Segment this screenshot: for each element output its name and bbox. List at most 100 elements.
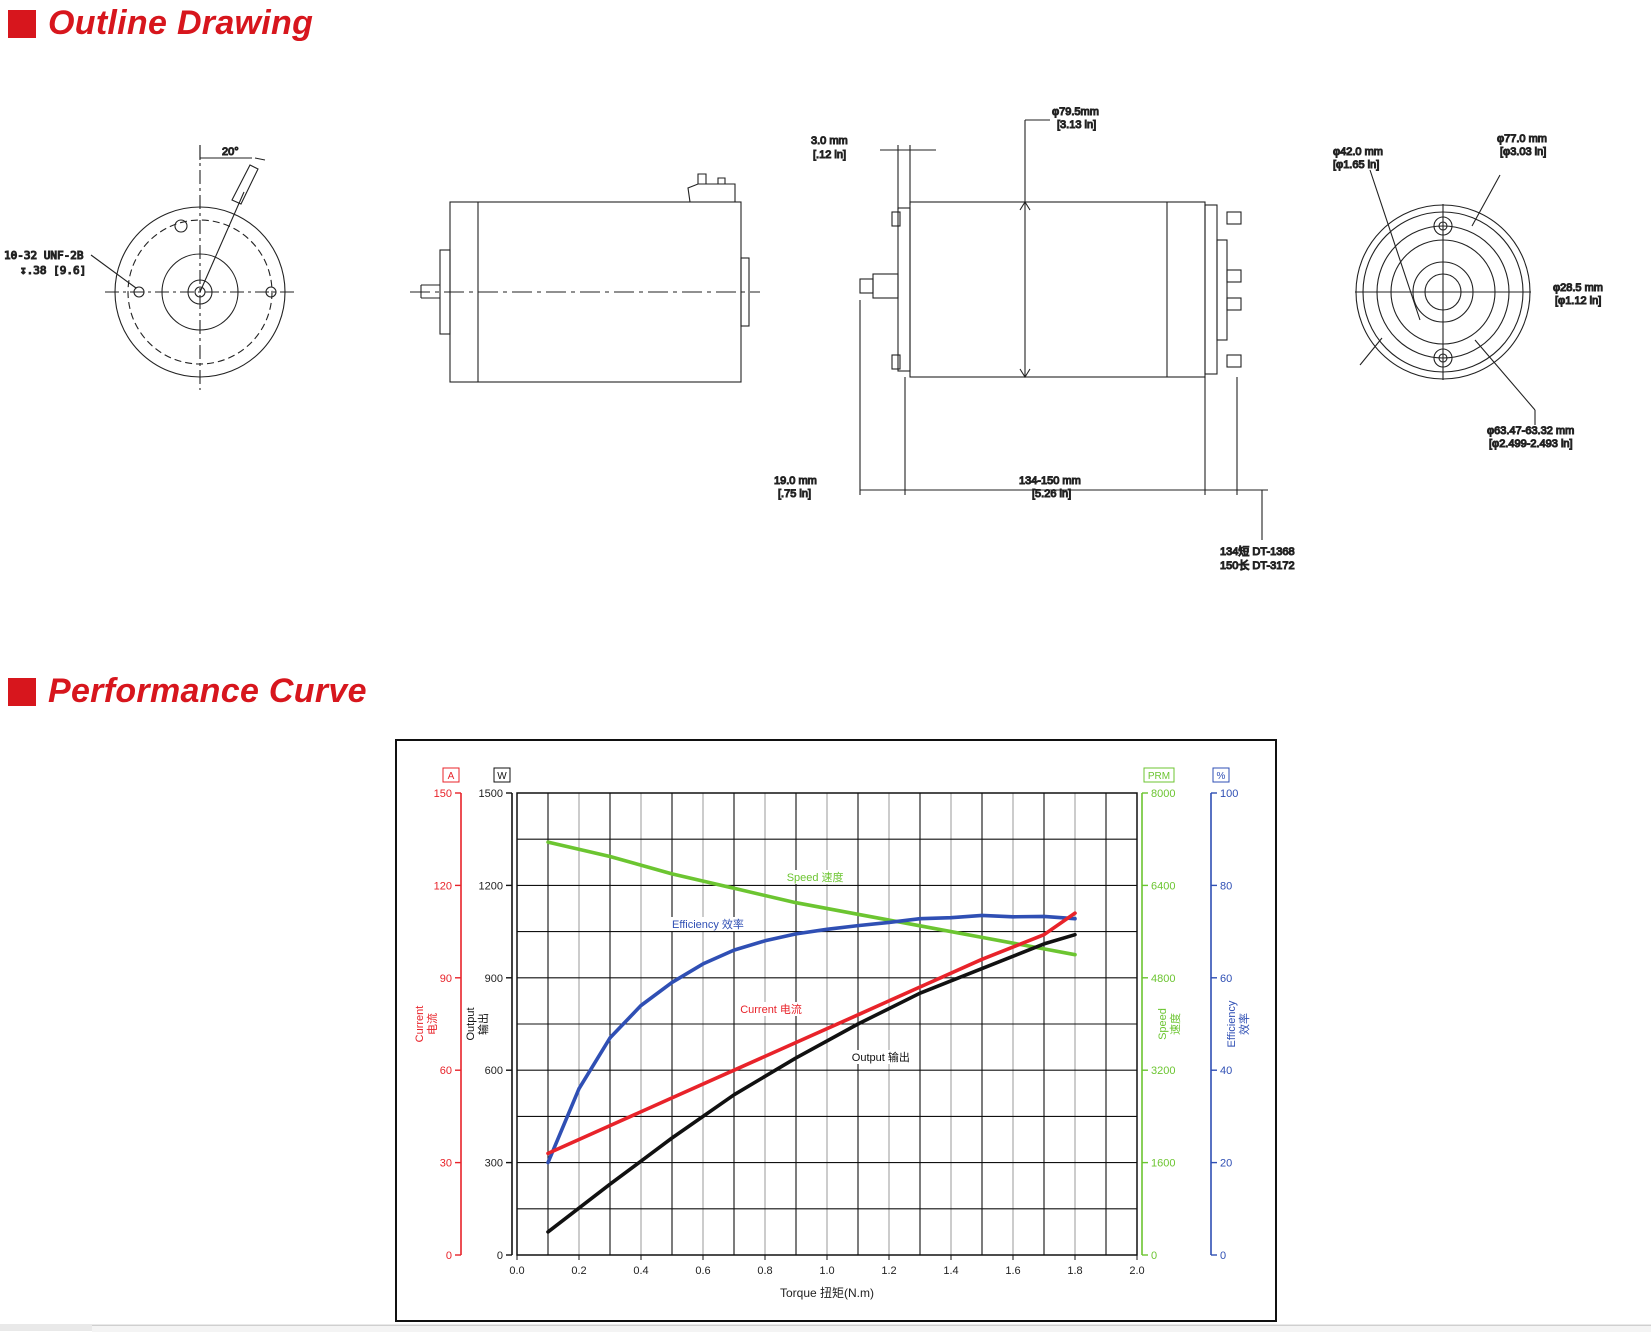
x-tick-label: 0.4 — [633, 1265, 648, 1277]
shaft-len-in: [.75 in] — [778, 488, 811, 500]
thread-label-line2: ↧.38 [9.6] — [20, 264, 86, 277]
x-tick-label: 1.4 — [943, 1265, 958, 1277]
efficiency-unit-label: % — [1217, 771, 1226, 782]
speed-unit-label: PRM — [1148, 771, 1170, 782]
output-annotation: Output 输出 — [852, 1050, 910, 1064]
speed-tick-label: 4800 — [1151, 973, 1175, 985]
x-tick-label: 1.2 — [881, 1265, 896, 1277]
efficiency-tick-label: 0 — [1220, 1250, 1226, 1262]
flange-in: [.12 in] — [813, 149, 846, 161]
dia-63-mm: φ63.47-63.32 mm — [1487, 425, 1574, 437]
efficiency-tick-label: 60 — [1220, 973, 1232, 985]
outline-drawing: 20° 10-32 UNF-2B ↧.38 [9.6] — [3, 105, 1603, 572]
current-annotation-bg — [738, 1002, 804, 1016]
output-tick-label: 1500 — [479, 788, 503, 800]
output-annotation-bg — [849, 1050, 912, 1064]
output-tick-label: 900 — [485, 973, 503, 985]
speed-tick-label: 1600 — [1151, 1158, 1175, 1170]
shaft-len-mm: 19.0 mm — [774, 475, 817, 487]
output-tick-label: 600 — [485, 1065, 503, 1077]
dia-63-in: [φ2.499-2.493 in] — [1489, 438, 1573, 450]
current-axis-title-line1: Current — [414, 1006, 426, 1043]
dia-77-mm: φ77.0 mm — [1497, 133, 1547, 145]
speed-annotation-bg — [784, 870, 846, 884]
dia-body-mm: φ79.5mm — [1052, 106, 1099, 118]
speed-tick-label: 3200 — [1151, 1065, 1175, 1077]
speed-axis-title-line2: 速度 — [1168, 1013, 1182, 1035]
output-unit-label: W — [497, 771, 507, 782]
front-view: 20° 10-32 UNF-2B ↧.38 [9.6] — [3, 145, 296, 390]
heading-marker — [8, 9, 36, 38]
chart-series — [546, 840, 1077, 1234]
dia-42-mm: φ42.0 mm — [1333, 146, 1383, 158]
outline-drawing-title: Outline Drawing — [48, 4, 314, 42]
efficiency-annotation: Efficiency 效率 — [672, 917, 744, 931]
dia-42-in: [φ1.65 in] — [1333, 159, 1379, 171]
efficiency-tick-label: 80 — [1220, 880, 1232, 892]
speed-annotation: Speed 速度 — [787, 870, 844, 884]
output-unit-box — [493, 767, 511, 783]
x-tick-label: 1.8 — [1067, 1265, 1082, 1277]
variant-short: 134短 DT-1368 — [1220, 544, 1295, 558]
dia-77-in: [φ3.03 in] — [1500, 146, 1546, 158]
chart-grid — [516, 792, 1138, 1256]
x-tick-label: 1.6 — [1005, 1265, 1020, 1277]
bottom-scroll-area — [0, 1324, 1651, 1332]
dia-body-in: [3.13 in] — [1057, 119, 1096, 131]
side-view-dimensioned: φ79.5mm [3.13 in] 3.0 mm [.12 in] 19.0 m… — [773, 105, 1295, 572]
current-tick-label: 60 — [440, 1065, 452, 1077]
performance-curve-heading: Performance Curve — [8, 672, 367, 711]
flange-mm: 3.0 mm — [811, 135, 848, 147]
current-tick-label: 30 — [440, 1158, 452, 1170]
bottom-scroll-track — [92, 1325, 1651, 1332]
current-tick-label: 150 — [434, 788, 452, 800]
current-axis-title-line2: 电流 — [425, 1013, 439, 1035]
current-tick-label: 90 — [440, 973, 452, 985]
x-tick-label: 1.0 — [819, 1265, 834, 1277]
speed-unit-box — [1143, 767, 1175, 783]
efficiency-unit-box — [1212, 767, 1230, 783]
thread-label-line1: 10-32 UNF-2B — [4, 249, 84, 262]
performance-curve-title: Performance Curve — [48, 672, 367, 710]
current-unit-label: A — [448, 771, 455, 782]
output-axis-title-line1: Output — [465, 1007, 477, 1040]
x-tick-label: 2.0 — [1129, 1265, 1144, 1277]
efficiency-tick-label: 100 — [1220, 788, 1238, 800]
x-tick-label: 0.0 — [509, 1265, 524, 1277]
efficiency-axis-title-line1: Efficiency — [1226, 1000, 1238, 1047]
efficiency-tick-label: 20 — [1220, 1158, 1232, 1170]
current-tick-label: 0 — [446, 1250, 452, 1262]
variant-long: 150长 DT-3172 — [1220, 559, 1295, 572]
efficiency-axis-title-line2: 效率 — [1237, 1013, 1251, 1035]
speed-series-line — [546, 840, 1077, 957]
x-tick-label: 0.8 — [757, 1265, 772, 1277]
output-series-line — [546, 932, 1077, 1234]
dia-28-in: [φ1.12 in] — [1555, 295, 1601, 307]
x-tick-label: 0.2 — [571, 1265, 586, 1277]
angle-label: 20° — [222, 146, 239, 158]
efficiency-tick-label: 40 — [1220, 1065, 1232, 1077]
output-tick-label: 300 — [485, 1158, 503, 1170]
speed-axis-title-line1: Speed — [1157, 1008, 1169, 1040]
speed-tick-label: 0 — [1151, 1250, 1157, 1262]
x-tick-label: 0.6 — [695, 1265, 710, 1277]
current-tick-label: 120 — [434, 880, 452, 892]
output-tick-label: 0 — [497, 1250, 503, 1262]
rear-view: φ42.0 mm [φ1.65 in] φ77.0 mm [φ3.03 in] … — [1332, 132, 1603, 450]
heading-marker — [8, 677, 36, 706]
output-tick-label: 1200 — [479, 880, 503, 892]
speed-tick-label: 8000 — [1151, 788, 1175, 800]
side-view-outline — [410, 173, 760, 383]
current-series-line — [546, 911, 1077, 1156]
efficiency-series-line — [546, 913, 1077, 1165]
body-len-in: [5.26 in] — [1032, 488, 1071, 500]
speed-tick-label: 6400 — [1151, 880, 1175, 892]
